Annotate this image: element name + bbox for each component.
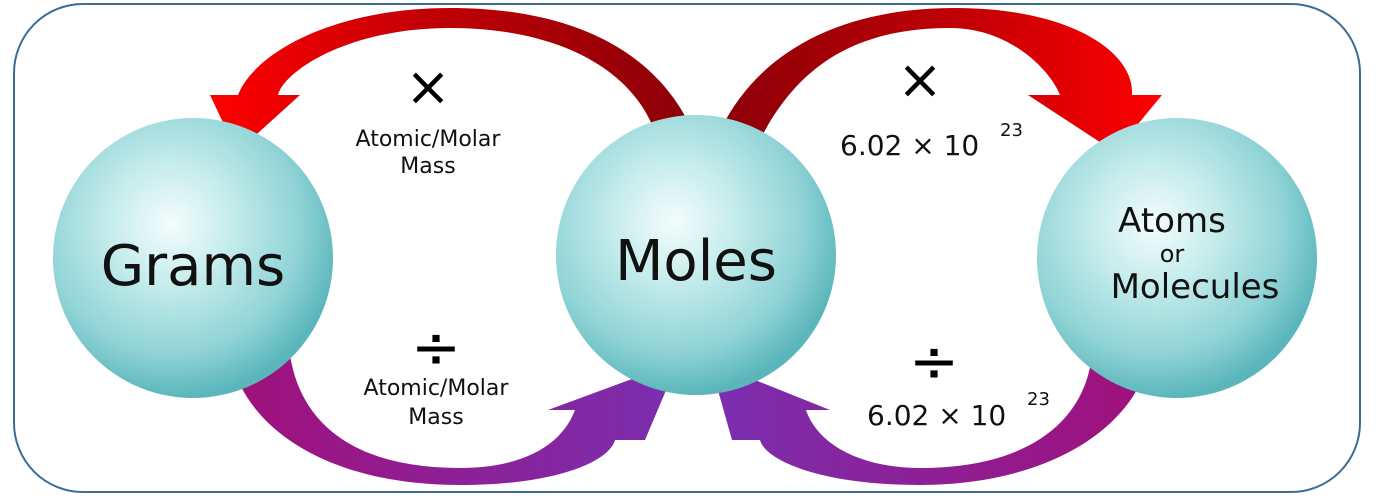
atoms-label-line2: or — [1160, 240, 1185, 268]
arrow-atoms-to-moles — [710, 355, 1150, 485]
operation-label-top-right-exponent: 23 — [1000, 120, 1023, 141]
atoms-sphere — [1037, 118, 1317, 398]
operation-label-top-left-line1: Atomic/Molar — [356, 127, 502, 152]
diagram-frame — [13, 3, 1361, 493]
moles-label: Moles — [615, 229, 777, 294]
operation-label-top-right-base: 6.02 × 10 — [840, 129, 979, 162]
multiply-icon-top-right: × — [897, 48, 942, 111]
operation-label-bottom-left-line2: Mass — [408, 405, 463, 430]
arrow-moles-to-atoms — [712, 8, 1162, 152]
multiply-icon-top-left: × — [405, 55, 450, 118]
operation-label-bottom-left-line1: Atomic/Molar — [364, 376, 510, 401]
operation-label-top-left-line2: Mass — [400, 154, 455, 179]
atoms-label-line3: Molecules — [1111, 267, 1280, 307]
atoms-label-line1: Atoms — [1118, 201, 1226, 241]
grams-label: Grams — [101, 234, 285, 299]
arrow-grams-to-moles — [230, 355, 678, 485]
operation-label-bottom-right-base: 6.02 × 10 — [867, 399, 1006, 432]
divide-icon-bottom-right: ÷ — [909, 327, 959, 397]
moles-sphere — [556, 115, 836, 395]
operation-label-bottom-right-exponent: 23 — [1027, 389, 1050, 410]
grams-sphere — [53, 118, 333, 398]
arrow-moles-to-grams — [210, 8, 700, 152]
divide-icon-bottom-left: ÷ — [411, 313, 461, 383]
